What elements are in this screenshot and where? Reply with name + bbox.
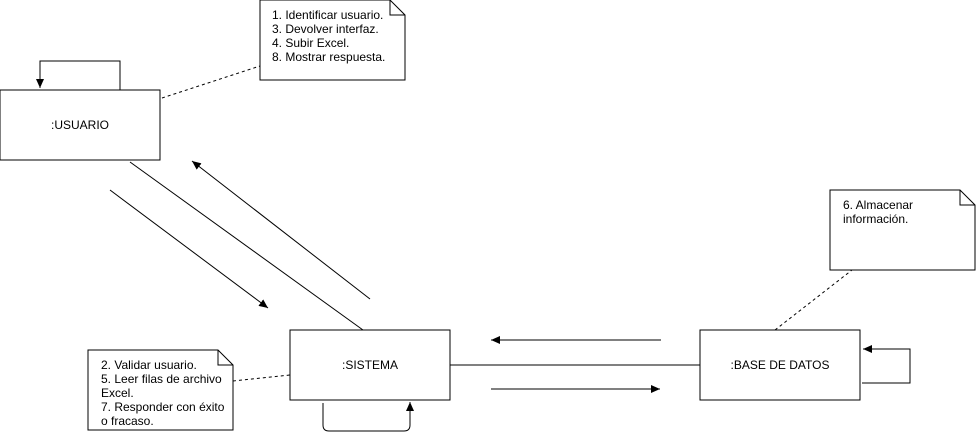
message-arrow-to-usuario (191, 160, 371, 300)
note-sistema[interactable]: 2. Validar usuario. 5. Leer filas de arc… (87, 349, 234, 431)
object-usuario[interactable]: :USUARIO (0, 89, 161, 161)
object-usuario-label: :USUARIO (51, 118, 109, 132)
usuario-note-connector (161, 65, 261, 99)
note-usuario-line: 8. Mostrar respuesta. (272, 50, 385, 64)
object-sistema-label: :SISTEMA (342, 358, 398, 372)
link-usuario-sistema (129, 161, 364, 331)
note-usuario-line: 1. Identificar usuario. (272, 8, 383, 22)
note-sistema-line: 2. Validar usuario. (101, 358, 197, 372)
bd-self-loop (862, 345, 911, 384)
note-sistema-line: 7. Responder con éxito (101, 400, 225, 414)
note-usuario-line: 4. Subir Excel. (272, 36, 349, 50)
sistema-note-connector (232, 374, 291, 382)
note-sistema-line: 5. Leer filas de archivo (101, 372, 222, 386)
note-usuario[interactable]: 1. Identificar usuario. 3. Devolver inte… (259, 0, 406, 81)
note-sistema-line: o fracaso. (101, 414, 154, 428)
object-sistema[interactable]: :SISTEMA (289, 329, 451, 401)
note-sistema-line: Excel. (101, 386, 134, 400)
message-arrow-to-sistema (109, 189, 269, 309)
note-usuario-line: 3. Devolver interfaz. (272, 22, 379, 36)
note-bd-line: información. (843, 212, 908, 226)
object-base-datos-label: :BASE DE DATOS (731, 358, 830, 372)
object-base-datos[interactable]: :BASE DE DATOS (699, 329, 861, 401)
note-base-datos[interactable]: 6. Almacenar información. (829, 189, 976, 271)
sistema-self-loop (322, 402, 414, 432)
note-bd-line: 6. Almacenar (843, 198, 913, 212)
bd-note-connector (774, 269, 853, 331)
usuario-self-loop (36, 60, 121, 90)
